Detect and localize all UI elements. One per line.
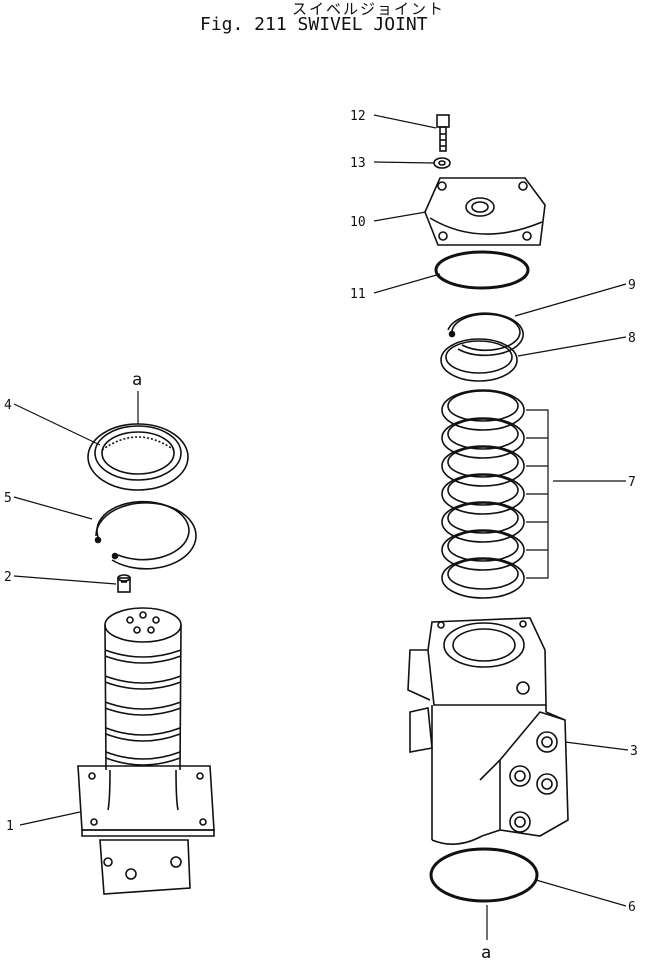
body-part-1 xyxy=(77,607,215,895)
label-part-5: 5 xyxy=(4,491,12,506)
o-ring-part-6 xyxy=(429,847,539,903)
title-japanese: スイベルジョイント xyxy=(292,0,446,18)
ring-part-8 xyxy=(440,338,518,382)
snap-ring-part-5 xyxy=(94,500,197,570)
leader-lines xyxy=(13,114,629,940)
snap-ring-part-9 xyxy=(447,312,524,357)
reference-mark-a-top: a xyxy=(132,370,142,390)
figure-title: Fig. 211 SWIVEL JOINT xyxy=(200,14,428,35)
plug-part-2 xyxy=(117,574,131,593)
seal-ring-set-part-7 xyxy=(441,389,525,599)
label-part-9: 9 xyxy=(628,278,636,293)
label-part-11: 11 xyxy=(350,287,366,302)
label-part-7: 7 xyxy=(628,475,636,490)
housing-part-3 xyxy=(407,617,569,845)
part-labels: 1 2 3 4 5 6 7 8 9 10 11 12 13 a a xyxy=(4,109,638,963)
label-part-10: 10 xyxy=(350,215,366,230)
washer-part-13 xyxy=(433,157,451,169)
o-ring-part-11 xyxy=(434,250,530,290)
label-part-1: 1 xyxy=(6,819,14,834)
label-part-12: 12 xyxy=(350,109,366,124)
label-part-2: 2 xyxy=(4,570,12,585)
label-part-3: 3 xyxy=(630,744,638,759)
reference-mark-a-bottom: a xyxy=(481,943,491,963)
label-part-6: 6 xyxy=(628,900,636,915)
label-part-8: 8 xyxy=(628,331,636,346)
cover-part-10 xyxy=(424,177,546,246)
label-part-13: 13 xyxy=(350,156,366,171)
bolt-part-12 xyxy=(436,114,450,152)
label-part-4: 4 xyxy=(4,398,12,413)
seal-ring-part-4 xyxy=(87,423,189,491)
